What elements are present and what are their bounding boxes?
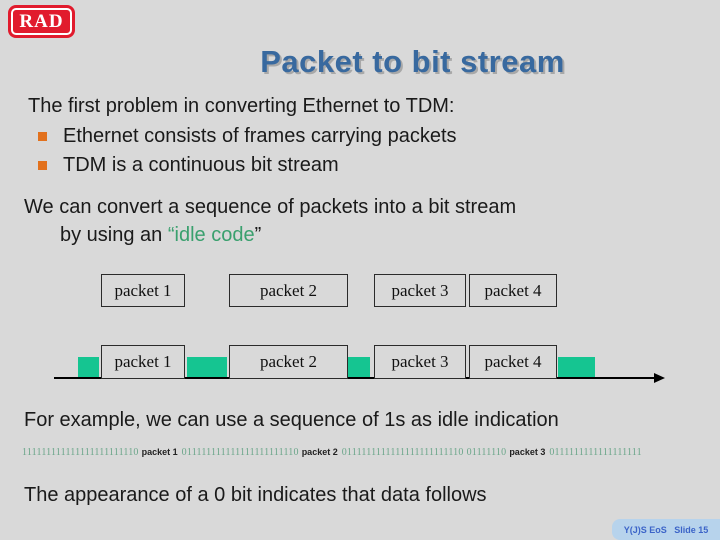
bullet-text: Ethernet consists of frames carrying pac… — [63, 125, 457, 147]
bullet-text: TDM is a continuous bit stream — [63, 154, 339, 176]
bits-packet-label-3: packet 3 — [509, 447, 546, 457]
rad-logo-text: RAD — [11, 8, 72, 35]
bits-idle-4: 0111111111111111111 — [549, 447, 642, 458]
idle-block-1 — [78, 357, 99, 377]
packet-box-row1-4: packet 4 — [469, 274, 557, 307]
closing-text: The appearance of a 0 bit indicates that… — [24, 484, 487, 506]
convert-text-line1: We can convert a sequence of packets int… — [24, 196, 517, 218]
rad-logo: RAD — [8, 5, 75, 38]
idle-block-4 — [558, 357, 595, 377]
bullet-square-icon — [38, 132, 47, 141]
packet-box-row2-4: packet 4 — [469, 345, 557, 379]
timeline-line — [54, 377, 655, 379]
idle-code-term: “idle code — [167, 224, 255, 246]
packet-box-row1-2: packet 2 — [229, 274, 348, 307]
closing-quote: ” — [254, 224, 262, 246]
packet-box-row1-1: packet 1 — [101, 274, 185, 307]
idle-block-2 — [187, 357, 227, 377]
idle-block-3 — [348, 357, 370, 377]
bullet-item-1: Ethernet consists of frames carrying pac… — [38, 125, 457, 148]
slide-title: Packet to bit stream — [260, 44, 565, 79]
bullet-item-2: TDM is a continuous bit stream — [38, 154, 339, 177]
intro-text: The first problem in converting Ethernet… — [28, 95, 455, 117]
packet-box-row2-1: packet 1 — [101, 345, 185, 379]
convert-text-prefix: by using an — [60, 224, 168, 246]
footer-text: Y(J)S EoS Slide 15 — [623, 524, 709, 535]
packet-box-row2-2: packet 2 — [229, 345, 348, 379]
bits-idle-1: 111111111111111111111110 — [22, 447, 139, 458]
packet-box-row1-3: packet 3 — [374, 274, 466, 307]
bits-packet-label-2: packet 2 — [301, 447, 338, 457]
timeline-arrowhead-icon — [654, 373, 665, 383]
footer-badge: Y(J)S EoS Slide 15 — [612, 519, 720, 540]
bits-idle-3b: 01111110 — [466, 447, 507, 458]
bits-idle-2: 011111111111111111111110 — [181, 447, 299, 458]
bullet-square-icon — [38, 161, 47, 170]
bits-idle-3: 0111111111111111111111110 — [341, 447, 464, 458]
bits-packet-label-1: packet 1 — [141, 447, 178, 457]
convert-text-line2: by using an “idle code” — [60, 224, 261, 247]
packet-box-row2-3: packet 3 — [374, 345, 466, 379]
logo-label: RAD — [19, 10, 64, 32]
example-text: For example, we can use a sequence of 1s… — [24, 409, 559, 431]
